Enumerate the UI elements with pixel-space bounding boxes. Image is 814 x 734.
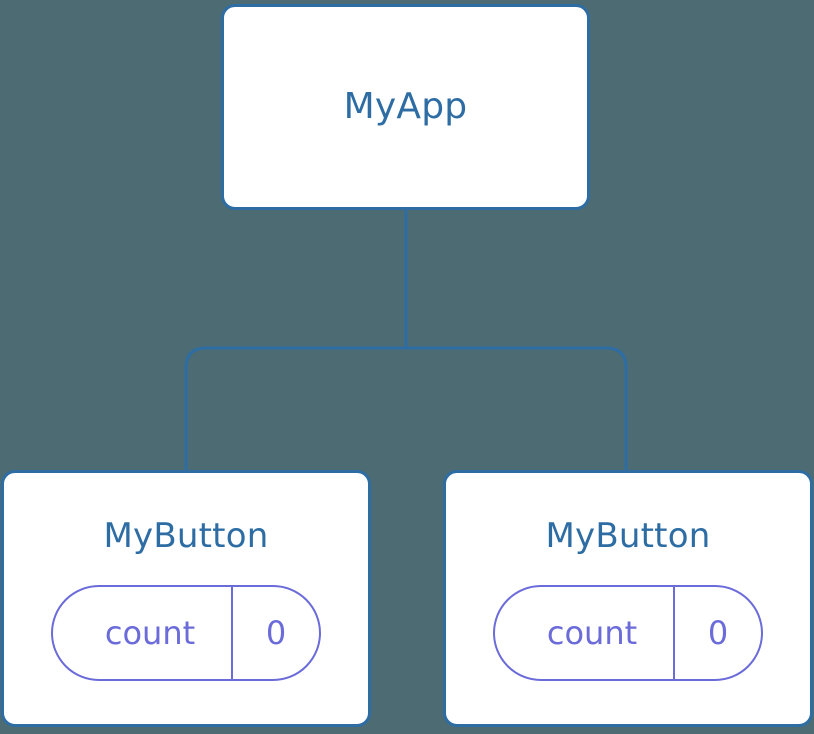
node-title: MyButton	[545, 516, 711, 556]
state-value: 0	[673, 587, 761, 679]
edge-to-mybutton-1	[184, 346, 406, 470]
state-key: count	[104, 614, 196, 652]
state-pill[interactable]: count 0	[51, 585, 321, 681]
node-title: MyButton	[103, 516, 269, 556]
state-pill[interactable]: count 0	[493, 585, 763, 681]
node-mybutton-1[interactable]: MyButton count 0	[1, 470, 371, 727]
edge-to-mybutton-2	[406, 346, 628, 470]
node-title: MyApp	[343, 86, 468, 127]
node-myapp[interactable]: MyApp	[221, 4, 590, 210]
state-key: count	[546, 614, 638, 652]
state-value: 0	[231, 587, 319, 679]
node-mybutton-2[interactable]: MyButton count 0	[443, 470, 813, 727]
